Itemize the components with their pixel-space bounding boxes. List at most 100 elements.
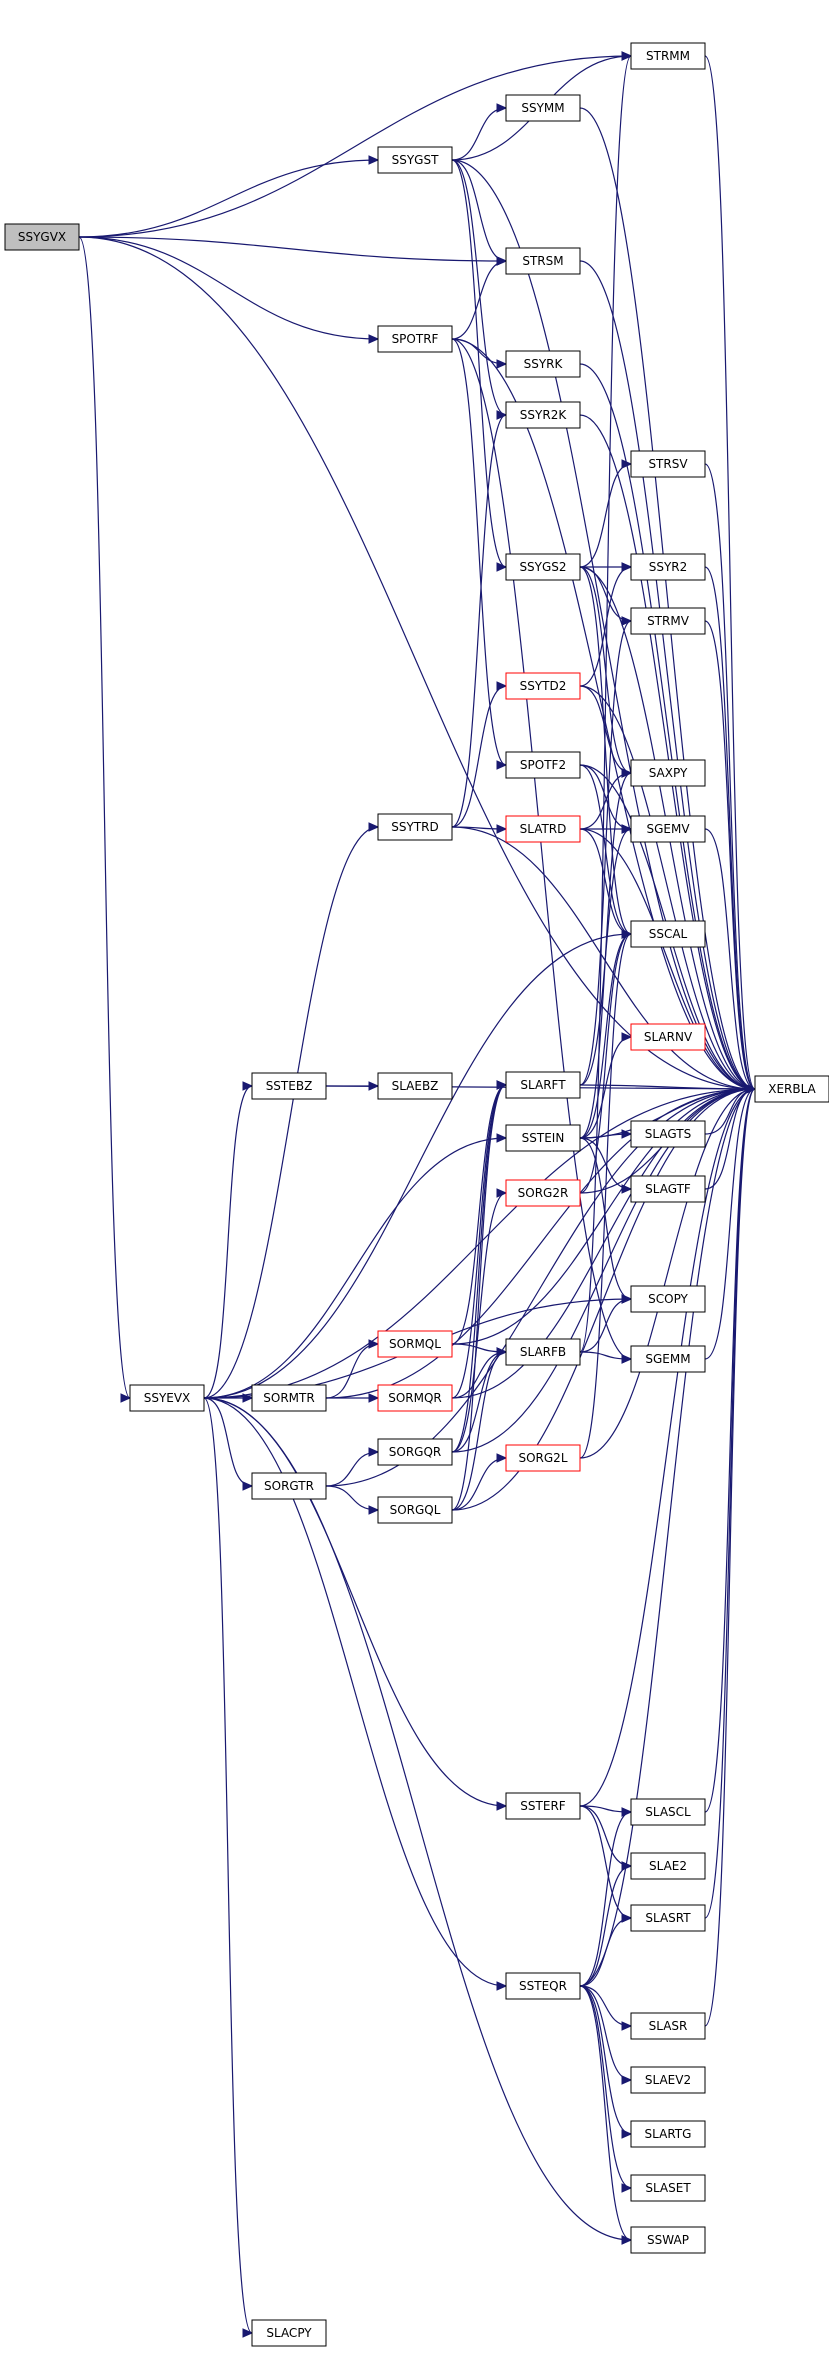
node-spotf2[interactable]: SPOTF2 [505, 751, 581, 779]
node-slatrd[interactable]: SLATRD [505, 815, 581, 843]
node-label-ssteqr: SSTEQR [519, 1979, 567, 1993]
edge-ssyevx-to-slacpy [203, 1397, 254, 2338]
node-ssyevx[interactable]: SSYEVX [129, 1384, 205, 1412]
node-slagts[interactable]: SLAGTS [630, 1120, 706, 1148]
edge-ssyevx-to-sscal [203, 929, 633, 1399]
edge-slascl-to-xerbla [704, 1084, 757, 1813]
node-slarnv[interactable]: SLARNV [630, 1023, 706, 1051]
node-label-ssyr2k: SSYR2K [520, 408, 568, 422]
node-label-sorg2l: SORG2L [518, 1451, 567, 1465]
node-box-slarnv [630, 1023, 706, 1051]
node-sorg2r[interactable]: SORG2R [505, 1179, 581, 1207]
node-sormqr[interactable]: SORMQR [377, 1384, 453, 1412]
node-spotrf[interactable]: SPOTRF [377, 325, 453, 353]
node-sscal[interactable]: SSCAL [630, 920, 706, 948]
node-slaset[interactable]: SLASET [630, 2174, 706, 2202]
node-label-ssygs2: SSYGS2 [519, 560, 566, 574]
edge-ssteqr-to-slascl [579, 1807, 633, 1987]
edge-sorgqr-to-sorg2r [451, 1188, 508, 1453]
node-box-strsv [630, 450, 706, 478]
node-scopy[interactable]: SCOPY [630, 1285, 706, 1313]
node-strmm[interactable]: STRMM [630, 42, 706, 70]
node-box-ssygs2 [505, 553, 581, 581]
node-label-strsm: STRSM [522, 254, 563, 268]
node-ssytd2[interactable]: SSYTD2 [505, 672, 581, 700]
node-ssygvx[interactable]: SSYGVX [4, 223, 80, 251]
node-ssterf[interactable]: SSTERF [505, 1792, 581, 1820]
edge-ssygst-to-strsm [451, 159, 508, 266]
edge-ssygvx-to-xerbla [78, 236, 757, 1094]
node-ssytrd[interactable]: SSYTRD [377, 813, 453, 841]
node-slasrt[interactable]: SLASRT [630, 1904, 706, 1932]
node-sormtr[interactable]: SORMTR [251, 1384, 327, 1412]
node-ssygs2[interactable]: SSYGS2 [505, 553, 581, 581]
edges-layer [78, 51, 757, 2338]
node-sorg2l[interactable]: SORG2L [505, 1444, 581, 1472]
edge-ssygvx-to-spotrf [78, 236, 380, 344]
edge-ssytrd-to-ssyr2k [451, 410, 508, 828]
node-box-slartg [630, 2120, 706, 2148]
node-box-ssygvx [4, 223, 80, 251]
edge-slasr-to-xerbla [704, 1084, 757, 2027]
node-label-ssyrk: SSYRK [524, 357, 564, 371]
node-sorgqr[interactable]: SORGQR [377, 1438, 453, 1466]
node-slagtf[interactable]: SLAGTF [630, 1175, 706, 1203]
nodes-layer: SSYGVX STRMM SSYGST SSYMM STRSM SPOTRF SSYRK SS… [4, 42, 829, 2347]
node-box-ssygst [377, 146, 453, 174]
node-slae2[interactable]: SLAE2 [630, 1852, 706, 1880]
edge-ssteqr-to-slaset [579, 1985, 633, 2193]
node-box-slascl [630, 1798, 706, 1826]
node-slartg[interactable]: SLARTG [630, 2120, 706, 2148]
node-ssyr2[interactable]: SSYR2 [630, 553, 706, 581]
node-sgemv[interactable]: SGEMV [630, 815, 706, 843]
edge-sormql-to-xerbla [451, 1084, 757, 1345]
node-saxpy[interactable]: SAXPY [630, 759, 706, 787]
node-label-ssyr2: SSYR2 [649, 560, 688, 574]
node-label-slaset: SLASET [645, 2181, 691, 2195]
edge-ssyevx-to-sorgtr [203, 1397, 254, 1491]
edge-ssygs2-to-strsv [579, 459, 633, 568]
node-strsv[interactable]: STRSV [630, 450, 706, 478]
edge-sorgql-to-slarft [451, 1080, 508, 1511]
node-slaebz[interactable]: SLAEBZ [377, 1072, 453, 1100]
node-label-ssyevx: SSYEVX [144, 1391, 191, 1405]
edge-ssyevx-to-sswap [203, 1397, 633, 2245]
node-box-sorg2l [505, 1444, 581, 1472]
node-box-slasr [630, 2012, 706, 2040]
node-slasr[interactable]: SLASR [630, 2012, 706, 2040]
node-label-sormtr: SORMTR [263, 1391, 314, 1405]
node-label-ssytrd: SSYTRD [391, 820, 438, 834]
node-slacpy[interactable]: SLACPY [251, 2319, 327, 2347]
node-ssteqr[interactable]: SSTEQR [505, 1972, 581, 2000]
node-strsm[interactable]: STRSM [505, 247, 581, 275]
node-sgemm[interactable]: SGEMM [630, 1345, 706, 1373]
edge-ssygvx-to-ssygst [78, 155, 380, 238]
node-slarfb[interactable]: SLARFB [505, 1338, 581, 1366]
node-ssyrk[interactable]: SSYRK [505, 350, 581, 378]
node-sstein[interactable]: SSTEIN [505, 1124, 581, 1152]
node-slascl[interactable]: SLASCL [630, 1798, 706, 1826]
edge-sorg2r-to-sscal [579, 929, 633, 1194]
node-label-xerbla: XERBLA [768, 1082, 816, 1096]
edge-ssyevx-to-sstein [203, 1133, 508, 1399]
edge-sormtr-to-sormql [325, 1339, 380, 1399]
edge-slarfb-to-sgemm [579, 1351, 633, 1364]
node-xerbla[interactable]: XERBLA [754, 1075, 829, 1103]
node-sswap[interactable]: SSWAP [630, 2226, 706, 2254]
node-slarft[interactable]: SLARFT [505, 1071, 581, 1099]
node-slaev2[interactable]: SLAEV2 [630, 2066, 706, 2094]
edge-ssyevx-to-sstebz [203, 1081, 254, 1399]
node-sormql[interactable]: SORMQL [377, 1330, 453, 1358]
node-sorgtr[interactable]: SORGTR [251, 1472, 327, 1500]
node-label-sormql: SORMQL [389, 1337, 441, 1351]
node-box-sorgql [377, 1496, 453, 1524]
node-ssymm[interactable]: SSYMM [505, 94, 581, 122]
node-strmv[interactable]: STRMV [630, 607, 706, 635]
node-ssyr2k[interactable]: SSYR2K [505, 401, 581, 429]
node-sorgql[interactable]: SORGQL [377, 1496, 453, 1524]
node-box-strmm [630, 42, 706, 70]
node-ssygst[interactable]: SSYGST [377, 146, 453, 174]
node-box-slae2 [630, 1852, 706, 1880]
node-sstebz[interactable]: SSTEBZ [251, 1072, 327, 1100]
node-label-scopy: SCOPY [648, 1292, 688, 1306]
